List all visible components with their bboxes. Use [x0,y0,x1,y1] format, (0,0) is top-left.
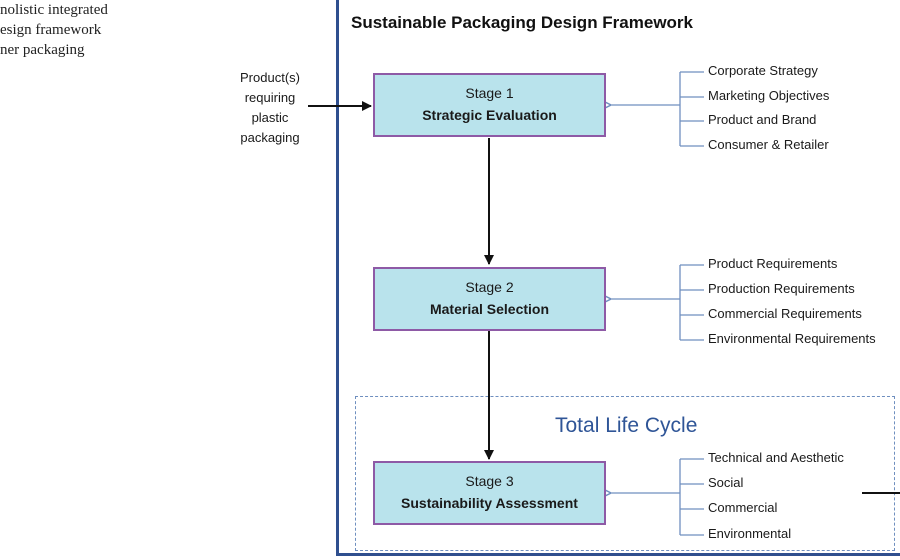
caption-line: nolistic integrated [0,2,108,18]
stage-3-input: Commercial [708,500,778,515]
stage-2-box: Stage 2 Material Selection [373,267,606,331]
life-cycle-box [355,396,895,551]
stage-3-input: Environmental [708,526,792,541]
stage-3-input: Social [708,475,744,490]
stage-2-input: Production Requirements [708,281,855,296]
stage-2-input: Commercial Requirements [708,306,862,321]
stage-2-input: Product Requirements [708,256,838,271]
life-cycle-title: Total Life Cycle [555,414,698,437]
input-line: Product(s) [240,70,300,85]
caption-line: ner packaging [0,42,85,58]
stage-3-name: Sustainability Assessment [401,495,578,511]
framework-frame [336,0,900,556]
input-line: packaging [240,130,300,145]
stage-1-input: Corporate Strategy [708,63,818,78]
stage-2-input: Environmental Requirements [708,331,876,346]
caption-line: esign framework [0,22,102,38]
input-line: plastic [251,110,289,125]
stage-3-bracket [610,458,704,536]
stage-3-input: Technical and Aesthetic [708,450,844,465]
stage-3-box: Stage 3 Sustainability Assessment [373,461,606,525]
caption-text: nolistic integrated esign framework ner … [0,0,108,60]
stage-2-name: Material Selection [429,301,550,317]
stage-1-input: Consumer & Retailer [708,137,829,152]
input-line: requiring [244,90,296,105]
stage-1-number: Stage 1 [465,85,514,101]
stage-2-bracket [610,264,704,341]
stage-1-input: Marketing Objectives [708,88,830,103]
stage-1-name: Strategic Evaluation [422,107,557,123]
stage-3-number: Stage 3 [465,473,514,489]
stage-1-box: Stage 1 Strategic Evaluation [373,73,606,137]
stage-1-bracket [610,71,704,147]
framework-title: Sustainable Packaging Design Framework [351,13,694,32]
input-label: Product(s) requiring plastic packaging [232,68,308,148]
stage-1-input: Product and Brand [708,112,817,127]
stage-2-number: Stage 2 [465,279,514,295]
